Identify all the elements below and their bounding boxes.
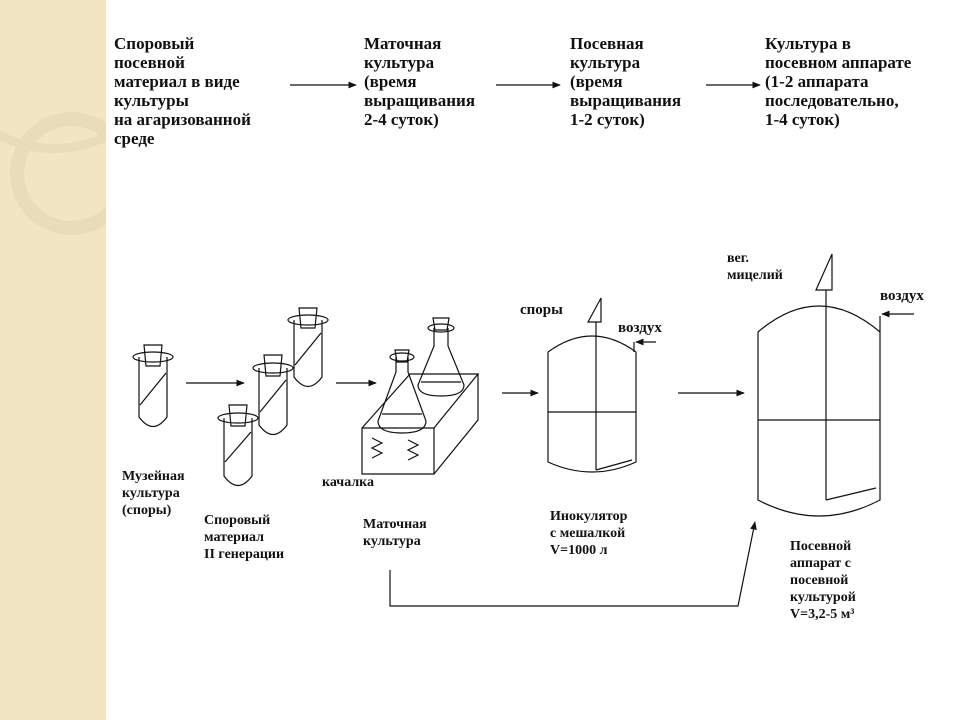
label-shaker: качалка: [322, 475, 375, 490]
label-spore-material-2: Споровый материал II генерации: [204, 513, 285, 562]
seed-apparatus-vessel: [757, 253, 914, 517]
label-mother-culture: Маточная культура: [363, 517, 427, 549]
stage-apparatus-culture: Культура в посевном аппарате (1-2 аппара…: [765, 34, 912, 129]
stage-seed-culture: Посевная культура (время выращивания 1-2…: [570, 34, 682, 129]
inoculator-vessel: [547, 297, 656, 473]
label-mycelium: вег. мицелий: [727, 251, 783, 283]
label-seed-apparatus: Посевной аппарат с посевной культурой V=…: [790, 539, 856, 622]
label-air-inoculator: воздух: [618, 320, 662, 336]
shaker-box: [361, 373, 480, 475]
spore-material-tubes: [217, 307, 329, 487]
flasks: [377, 317, 465, 434]
museum-culture-tube: [132, 344, 174, 428]
decorative-sidebar: [0, 0, 106, 720]
label-museum-culture: Музейная культура (споры): [122, 469, 185, 518]
return-line: [389, 521, 757, 607]
stage-mother-culture: Маточная культура (время выращивания 2-4…: [364, 34, 476, 129]
stage-spore-material: Споровый посевной материал в виде культу…: [114, 34, 251, 148]
label-spores: споры: [520, 302, 563, 318]
label-inoculator: Инокулятор с мешалкой V=1000 л: [550, 509, 628, 558]
label-air-apparatus: воздух: [880, 288, 924, 304]
